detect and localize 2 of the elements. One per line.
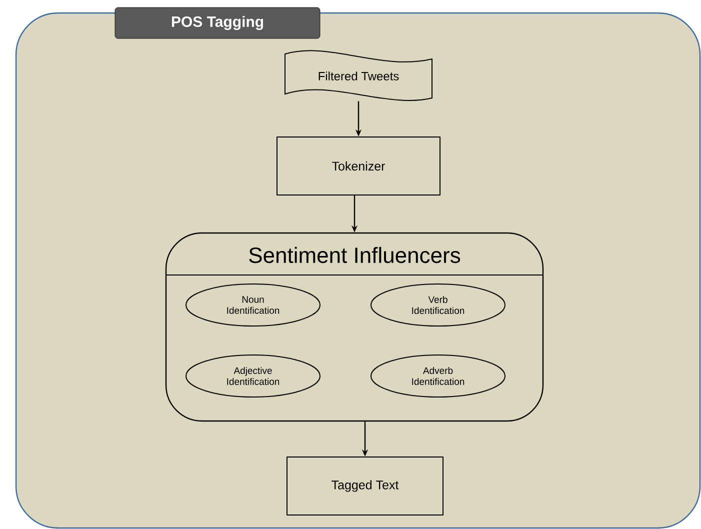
process-box: Tokenizer bbox=[276, 136, 440, 196]
process-box: Tagged Text bbox=[286, 456, 444, 516]
